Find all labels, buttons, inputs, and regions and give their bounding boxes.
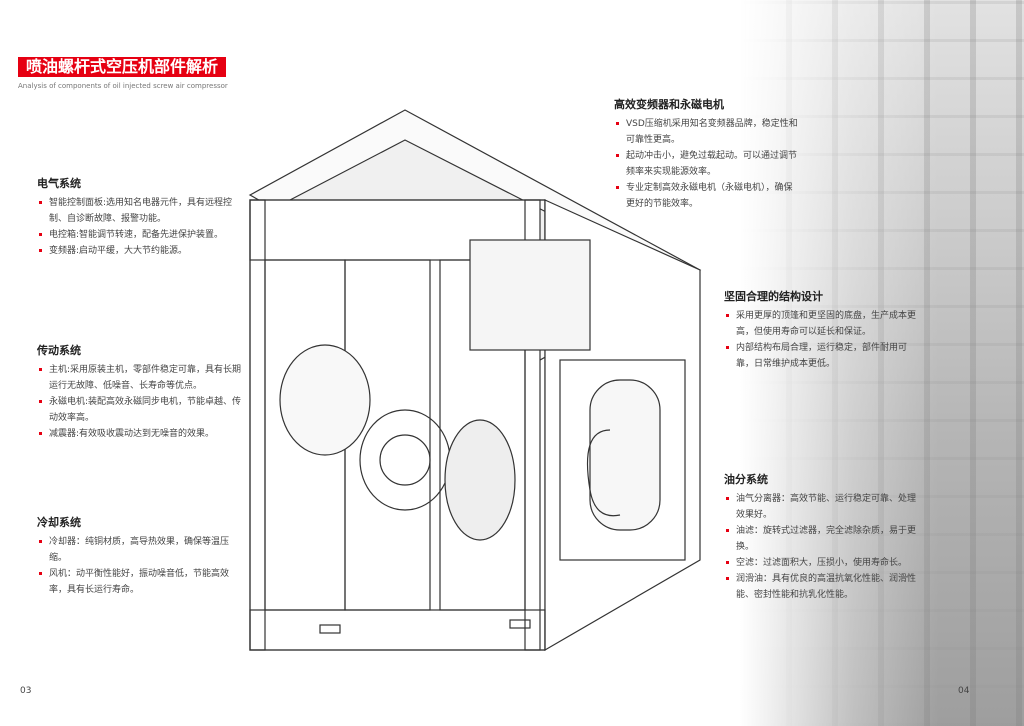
section-title: 传动系统 [37,344,81,357]
list-item: 空滤：过滤面积大，压损小，使用寿命长。 [724,555,924,571]
list-item: 智能控制面板:选用知名电器元件，具有远程控制、自诊断故障、报警功能。 [37,195,242,227]
section-title: 高效变频器和永磁电机 [614,98,724,111]
section-vsd-motor: 高效变频器和永磁电机 VSD压缩机采用知名变频器品牌，稳定性和可靠性更高。 起动… [614,98,799,212]
section-cooling-system: 冷却系统 冷却器：纯铜材质，高导热效果，确保等温压缩。 风机：动平衡性能好，振动… [37,516,242,598]
list-item: 电控箱:智能调节转速，配备先进保护装置。 [37,227,242,243]
list-item: 专业定制高效永磁电机（永磁电机），确保更好的节能效率。 [614,180,799,212]
list-item: 起动冲击小，避免过载起动。可以通过调节频率来实现能源效率。 [614,148,799,180]
list-item: 内部结构布局合理，运行稳定，部件耐用可靠，日常维护成本更低。 [724,340,924,372]
page-subtitle: Analysis of components of oil injected s… [18,82,228,90]
list-item: 润滑油：具有优良的高温抗氧化性能、润滑性能、密封性能和抗乳化性能。 [724,571,924,603]
page-number-right: 04 [958,686,970,696]
list-item: 永磁电机:装配高效永磁同步电机，节能卓越、传动效率高。 [37,394,242,426]
list-item: 采用更厚的顶篷和更坚固的底盘，生产成本更高，但使用寿命可以延长和保证。 [724,308,924,340]
section-title: 冷却系统 [37,516,81,529]
compressor-line-drawing [248,109,702,652]
list-item: 冷却器：纯铜材质，高导热效果，确保等温压缩。 [37,534,242,566]
page-title: 喷油螺杆式空压机部件解析 [18,57,227,77]
page-number-left: 03 [20,686,32,696]
section-electric-system: 电气系统 智能控制面板:选用知名电器元件，具有远程控制、自诊断故障、报警功能。 … [37,177,242,259]
factory-background-photo [740,0,1024,726]
list-item: 变频器:启动平缓，大大节约能源。 [37,243,242,259]
list-item: 油滤：旋转式过滤器，完全滤除杂质，易于更换。 [724,523,924,555]
list-item: VSD压缩机采用知名变频器品牌，稳定性和可靠性更高。 [614,116,799,148]
list-item: 油气分离器：高效节能、运行稳定可靠、处理效果好。 [724,491,924,523]
list-item: 减震器:有效吸收震动达到无噪音的效果。 [37,426,242,442]
section-drive-system: 传动系统 主机:采用原装主机，零部件稳定可靠，具有长期运行无故障、低噪音、长寿命… [37,344,242,442]
section-structure-design: 坚固合理的结构设计 采用更厚的顶篷和更坚固的底盘，生产成本更高，但使用寿命可以延… [724,290,924,372]
section-title: 坚固合理的结构设计 [724,290,823,303]
list-item: 主机:采用原装主机，零部件稳定可靠，具有长期运行无故障、低噪音、长寿命等优点。 [37,362,242,394]
section-oil-separation: 油分系统 油气分离器：高效节能、运行稳定可靠、处理效果好。 油滤：旋转式过滤器，… [724,473,924,603]
list-item: 风机：动平衡性能好，振动噪音低，节能高效率，具有长运行寿命。 [37,566,242,598]
section-title: 电气系统 [37,177,81,190]
section-title: 油分系统 [724,473,768,486]
